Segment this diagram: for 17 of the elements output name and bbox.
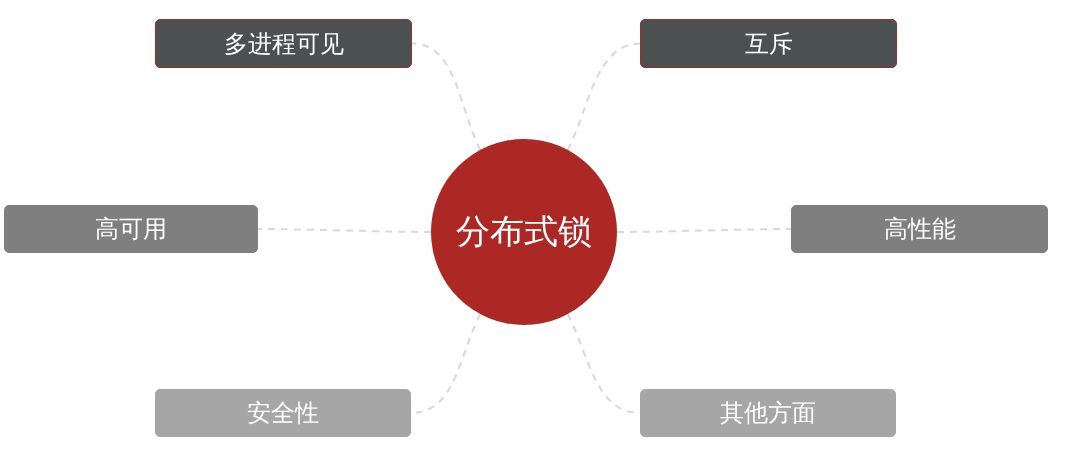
node-label: 高性能 <box>883 214 956 245</box>
connector-line <box>257 228 432 233</box>
topic-box <box>640 19 897 68</box>
node-label: 安全性 <box>247 398 319 429</box>
topic-box <box>155 19 412 68</box>
node-label: 互斥 <box>744 28 793 60</box>
connector-line <box>411 42 482 151</box>
node-label: 高可用 <box>95 214 167 245</box>
topic-box <box>155 389 411 437</box>
node-label: 多进程可见 <box>223 28 344 60</box>
node-label: 其他方面 <box>720 398 816 429</box>
connector-line <box>566 42 641 151</box>
topic-box <box>640 389 896 437</box>
connector-line <box>616 228 792 233</box>
node-label: 分布式锁 <box>456 210 592 253</box>
topic-box <box>4 205 258 253</box>
topic-box <box>791 205 1048 253</box>
